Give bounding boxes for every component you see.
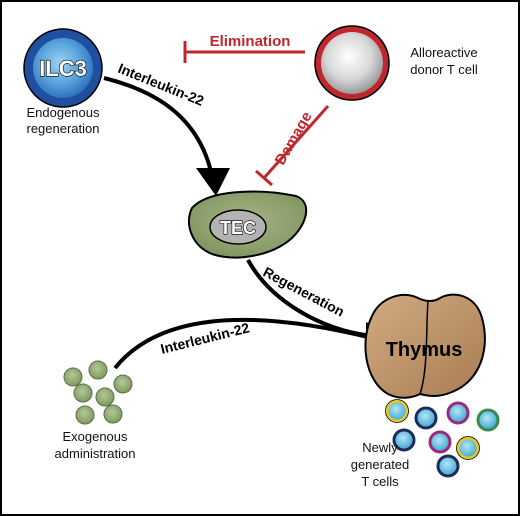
donor-caption-line1: Alloreactive <box>410 45 477 60</box>
donor-t-cell <box>314 25 390 101</box>
ilc3-caption-line2: regeneration <box>27 121 100 136</box>
exogenous-il22-particles <box>63 360 133 425</box>
il22-exogenous-label: Interleukin-22 <box>159 319 251 357</box>
exogenous-caption-line2: administration <box>55 446 136 461</box>
thymus-organ: Thymus <box>364 293 486 399</box>
elimination-label: Elimination <box>210 33 291 50</box>
elimination-inhibit-edge <box>183 41 305 63</box>
damage-label: Damage <box>272 109 316 168</box>
new-cells-caption-line2: generated <box>351 457 410 472</box>
new-t-cells-cluster <box>385 399 500 478</box>
tec-cell: TEC <box>187 190 307 259</box>
exogenous-caption-line1: Exogenous <box>62 429 128 444</box>
il22-exogenous-arrow <box>113 317 373 370</box>
ilc3-caption-line1: Endogenous <box>26 105 100 120</box>
il22-endogenous-arrow <box>103 76 230 196</box>
thymus-label: Thymus <box>386 339 463 361</box>
donor-caption-line2: donor T cell <box>410 62 478 77</box>
new-cells-caption-line3: T cells <box>361 474 399 489</box>
ilc3-cell: ILC3 <box>23 28 103 108</box>
damage-inhibit-edge <box>255 105 330 187</box>
tec-label: TEC <box>220 218 256 238</box>
ilc3-label: ILC3 <box>39 56 87 81</box>
new-cells-caption-line1: Newly <box>362 440 398 455</box>
